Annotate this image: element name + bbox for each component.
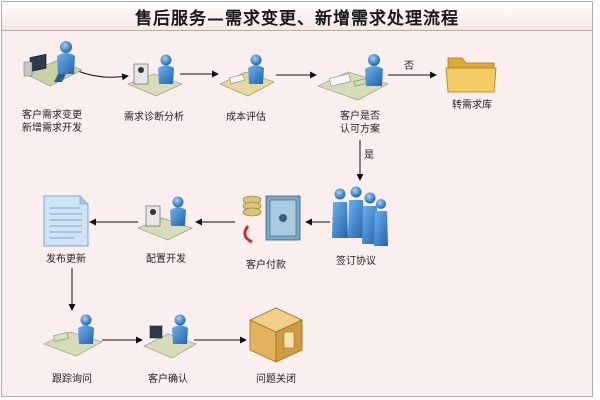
label-payment: 客户付款 — [246, 258, 286, 271]
accountant-desk-icon — [219, 54, 275, 97]
label-cost: 成本评估 — [226, 110, 266, 123]
node-contract: 签订协议 — [332, 186, 388, 267]
title-bar: 售后服务—需求变更、新增需求处理流程 — [2, 2, 592, 31]
node-follow: 跟踪询问 — [43, 314, 103, 385]
workstation-person-icon — [23, 41, 83, 87]
edge-label-no: 否 — [404, 60, 414, 72]
edge-request-to-diagnosis — [77, 70, 129, 81]
node-config: 配置开发 — [137, 196, 193, 265]
label-follow: 跟踪询问 — [52, 372, 92, 385]
label-config: 配置开发 — [146, 252, 186, 265]
node-payment: 客户付款 — [242, 195, 301, 271]
customer-desk-icon — [143, 314, 197, 359]
node-accept: 客户是否 认可方案 — [317, 54, 389, 135]
label-request-line1: 客户需求变更 — [22, 108, 82, 121]
closed-box-icon — [249, 307, 303, 363]
label-diagnosis: 需求诊断分析 — [124, 110, 184, 123]
node-cost: 成本评估 — [219, 54, 275, 123]
node-confirm: 客户确认 — [143, 314, 197, 385]
node-archive: 转需求库 — [445, 57, 497, 111]
label-accept-line2: 认可方案 — [340, 122, 380, 135]
diagram-title: 售后服务—需求变更、新增需求处理流程 — [135, 8, 459, 29]
label-release: 发布更新 — [46, 252, 86, 265]
label-accept-line1: 客户是否 — [340, 109, 380, 122]
label-confirm: 客户确认 — [148, 372, 188, 385]
document-icon — [43, 195, 89, 247]
edges — [68, 70, 437, 344]
analyst-microscope-icon — [127, 54, 183, 97]
people-group-icon — [332, 186, 388, 246]
developer-microscope-icon — [137, 196, 193, 241]
safe-coins-icon — [242, 195, 301, 244]
node-close: 问题关闭 — [249, 307, 303, 385]
folder-icon — [445, 57, 497, 93]
label-archive: 转需求库 — [452, 98, 492, 111]
node-release: 发布更新 — [43, 195, 89, 265]
label-close: 问题关闭 — [256, 372, 296, 385]
node-request-change: 客户需求变更 新增需求开发 — [22, 41, 83, 134]
label-request-line2: 新增需求开发 — [22, 121, 82, 134]
support-agent-icon — [43, 314, 103, 357]
edge-label-yes: 是 — [364, 149, 374, 161]
label-contract: 签订协议 — [336, 254, 376, 267]
node-diagnosis: 需求诊断分析 — [124, 54, 184, 123]
reviewer-desk-icon — [317, 54, 389, 101]
